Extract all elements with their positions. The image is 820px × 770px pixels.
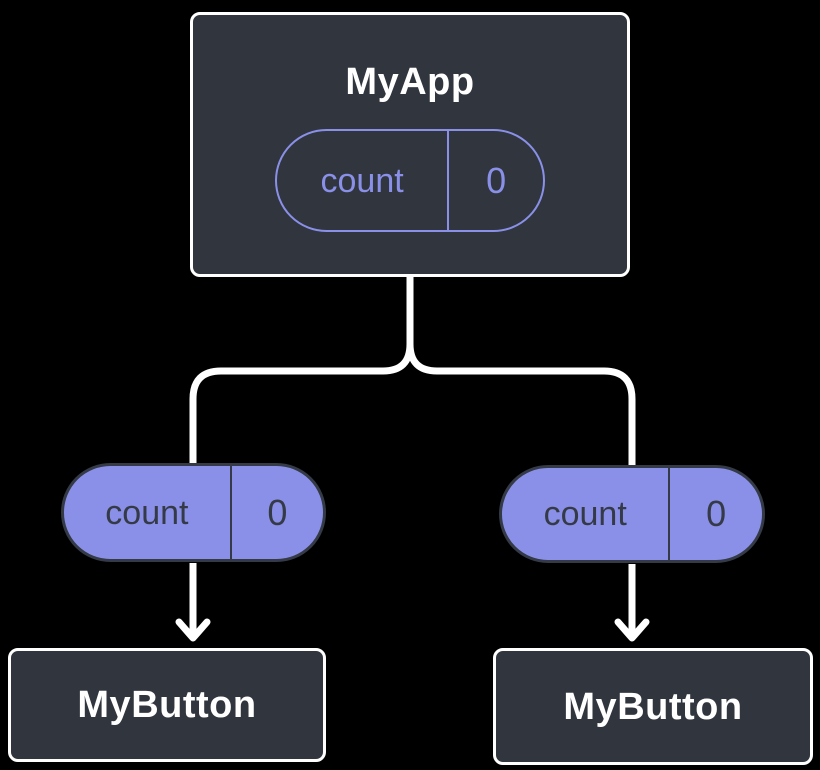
prop-pill-right-value: 0	[706, 493, 727, 534]
node-mybutton-left-title: MyButton	[77, 684, 257, 726]
prop-pill-right: count 0	[499, 465, 765, 563]
node-mybutton-right: MyButton	[493, 648, 813, 765]
tree-branch-left-line	[189, 277, 414, 466]
state-pill-value: 0	[486, 159, 507, 201]
prop-pill-left: count 0	[61, 463, 326, 562]
arrow-down-left-icon	[175, 563, 211, 642]
node-myapp: MyApp count 0	[190, 12, 630, 277]
state-pill-count: count 0	[275, 129, 545, 232]
prop-pill-left-name: count	[64, 466, 232, 559]
state-pill-name: count	[277, 131, 450, 230]
node-mybutton-left: MyButton	[8, 648, 326, 762]
prop-pill-left-value: 0	[267, 491, 288, 533]
node-mybutton-right-title: MyButton	[563, 685, 743, 728]
node-myapp-title: MyApp	[345, 61, 475, 103]
tree-branch-right-line	[406, 277, 636, 467]
arrow-down-right-icon	[614, 564, 650, 642]
prop-pill-right-name: count	[502, 468, 671, 560]
